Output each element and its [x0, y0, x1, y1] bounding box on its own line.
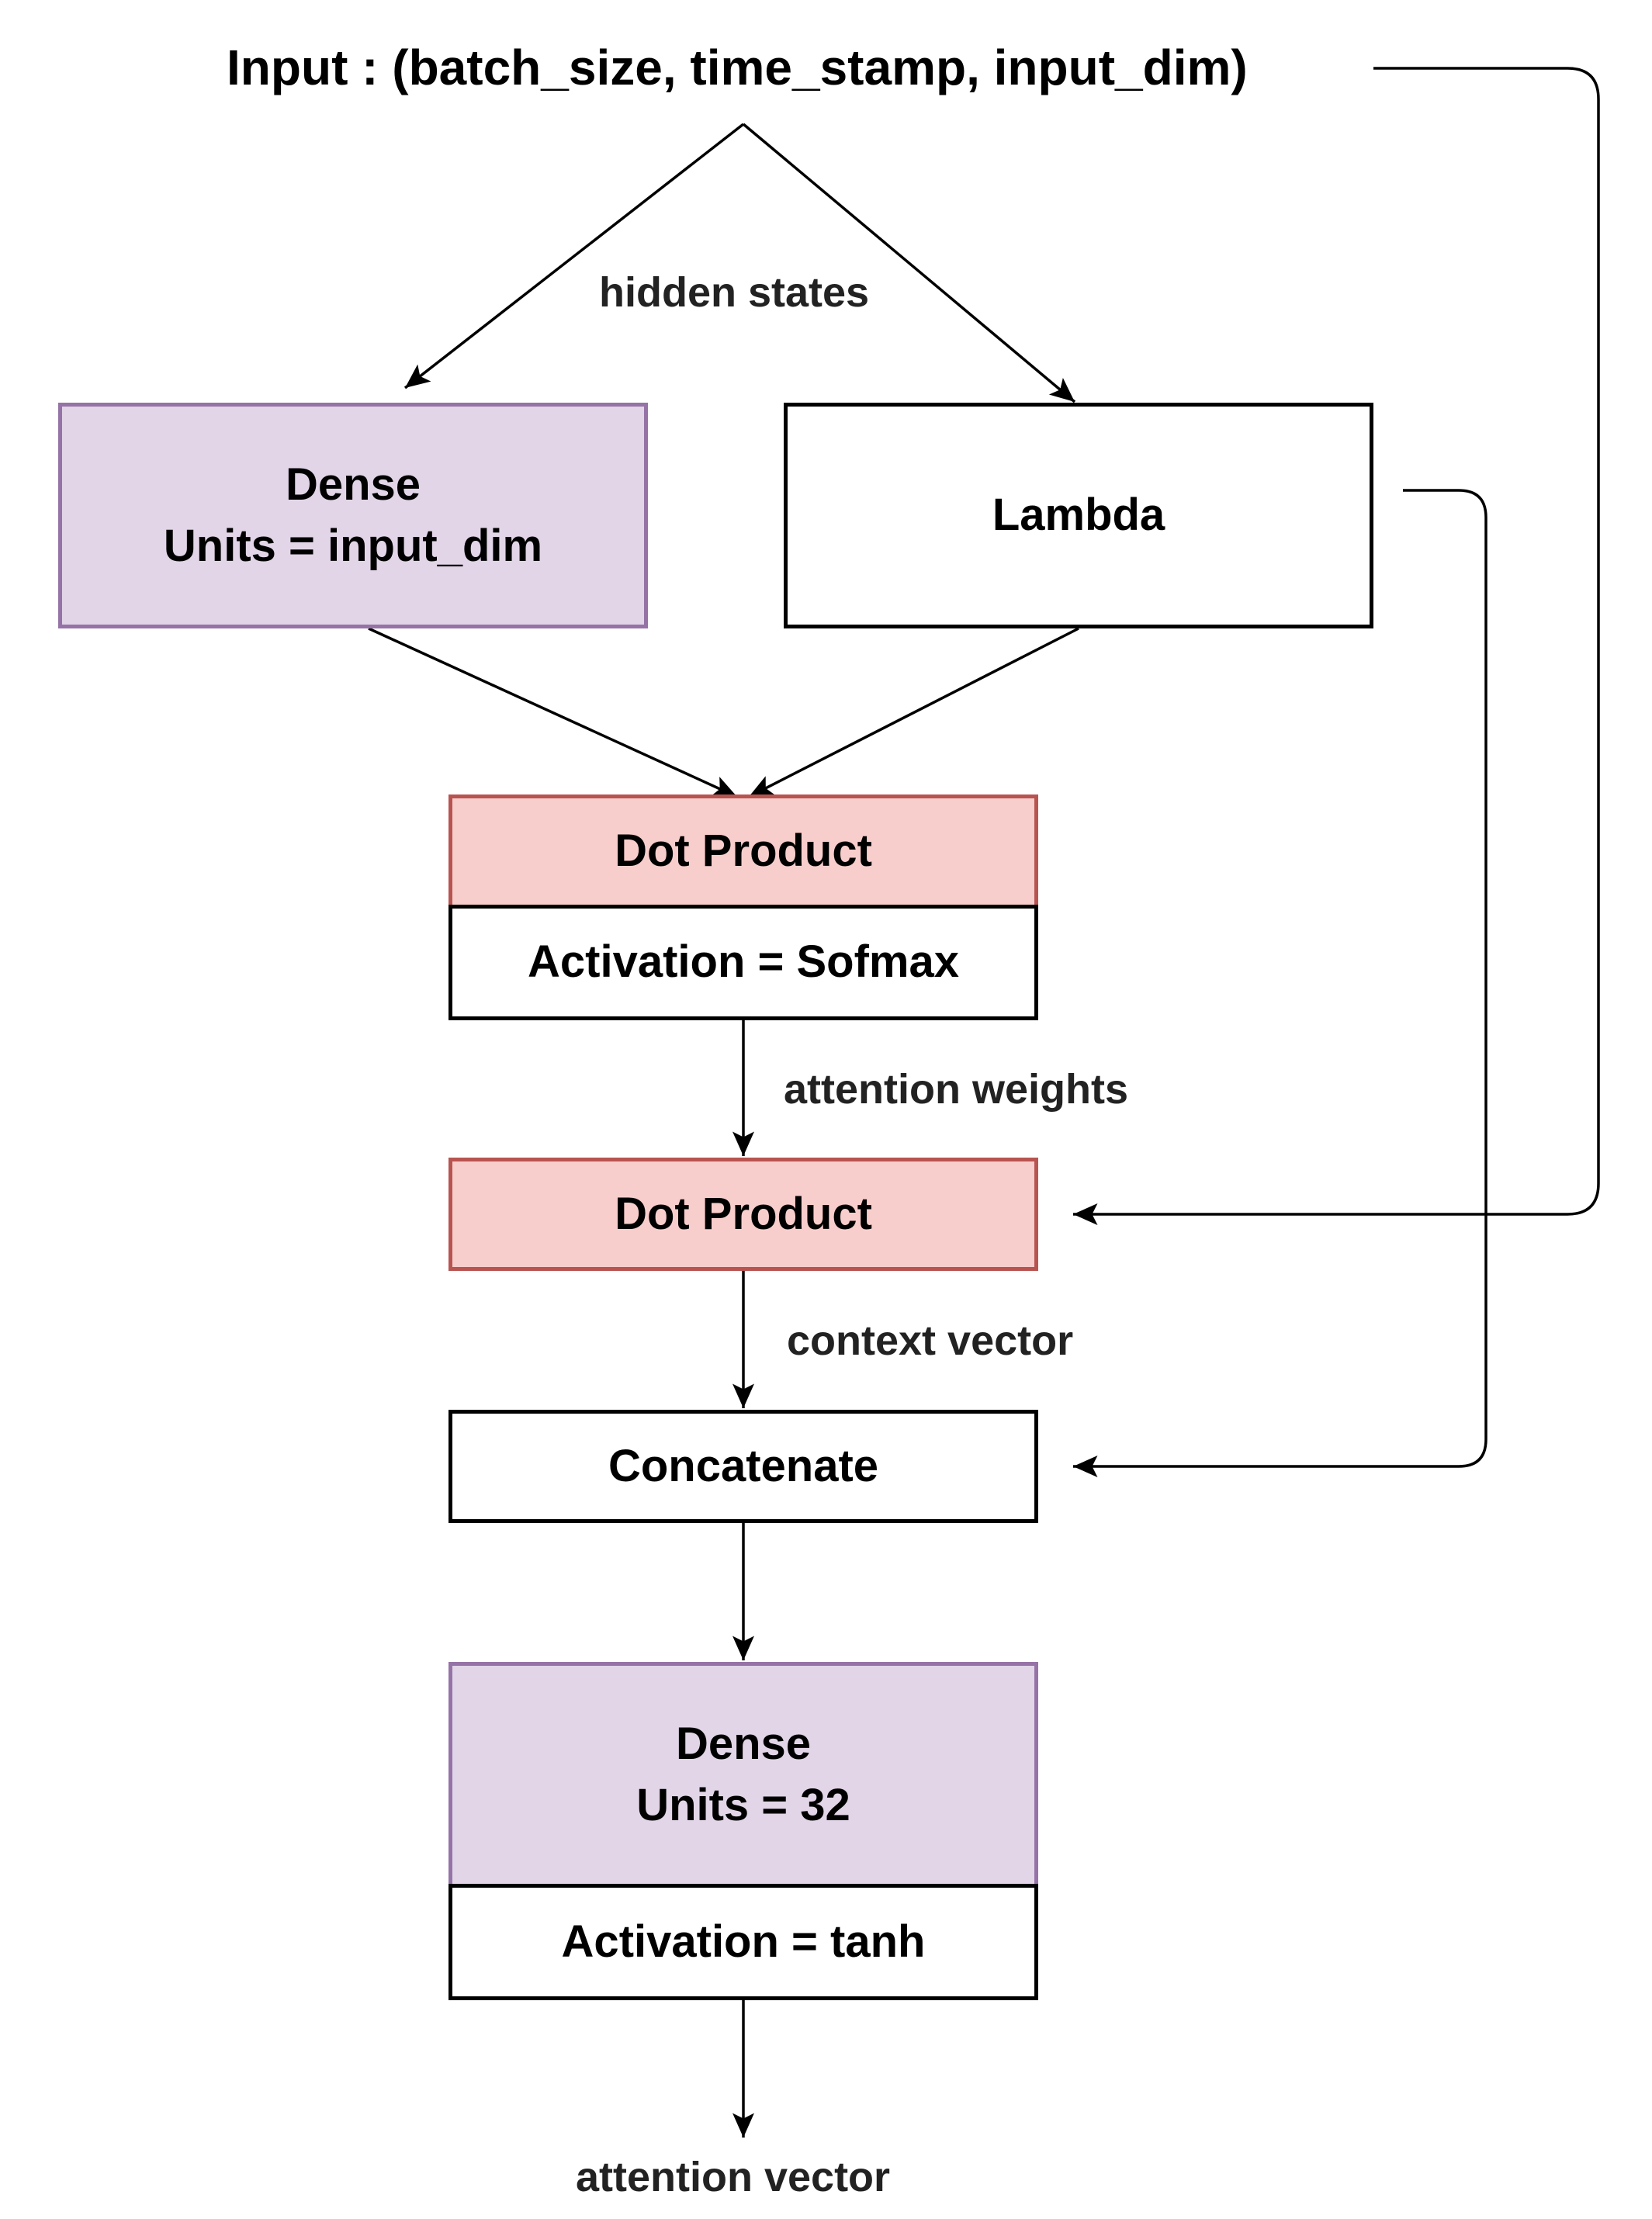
concatenate-node: Concatenate	[448, 1410, 1038, 1523]
dense-1-title: Dense	[285, 459, 421, 511]
dot-product-2-title: Dot Product	[615, 1188, 872, 1239]
dense-2-units: Units = 32	[636, 1779, 850, 1830]
edge-lambda-skip-to-concat	[1073, 489, 1487, 1477]
dot-product-1-title: Dot Product	[615, 826, 872, 877]
context-vector-label: context vector	[787, 1317, 1074, 1364]
dense-2-title: Dense	[675, 1719, 812, 1770]
dense-2-activation: Activation = tanh	[448, 1884, 1038, 2000]
edge-lambda-to-dot1	[748, 627, 1079, 798]
edge-input-to-dense	[403, 123, 745, 389]
dense-32-node: Dense Units = 32	[448, 1662, 1038, 1888]
dense-1-units: Units = input_dim	[163, 520, 543, 571]
edge-input-skip-to-dot2	[1073, 67, 1600, 1225]
softmax-activation-label: Activation = Sofmax	[528, 936, 959, 988]
concatenate-title: Concatenate	[608, 1440, 879, 1491]
dot-product-2-node: Dot Product	[448, 1158, 1038, 1271]
edge-dense-to-dot1	[368, 627, 738, 798]
dense-input-dim-node: Dense Units = input_dim	[58, 403, 648, 628]
edge-input-to-lambda	[742, 123, 1076, 403]
dot-product-1-node: Dot Product	[448, 794, 1038, 909]
lambda-node: Lambda	[784, 403, 1373, 628]
attention-weights-label: attention weights	[784, 1066, 1128, 1113]
dot-product-1-activation: Activation = Sofmax	[448, 905, 1038, 1020]
input-label: Input : (batch_size, time_stamp, input_d…	[227, 40, 1248, 95]
tanh-activation-label: Activation = tanh	[561, 1916, 926, 1967]
lambda-title: Lambda	[992, 490, 1165, 541]
attention-vector-label: attention vector	[576, 2154, 891, 2200]
hidden-states-label: hidden states	[599, 269, 870, 316]
